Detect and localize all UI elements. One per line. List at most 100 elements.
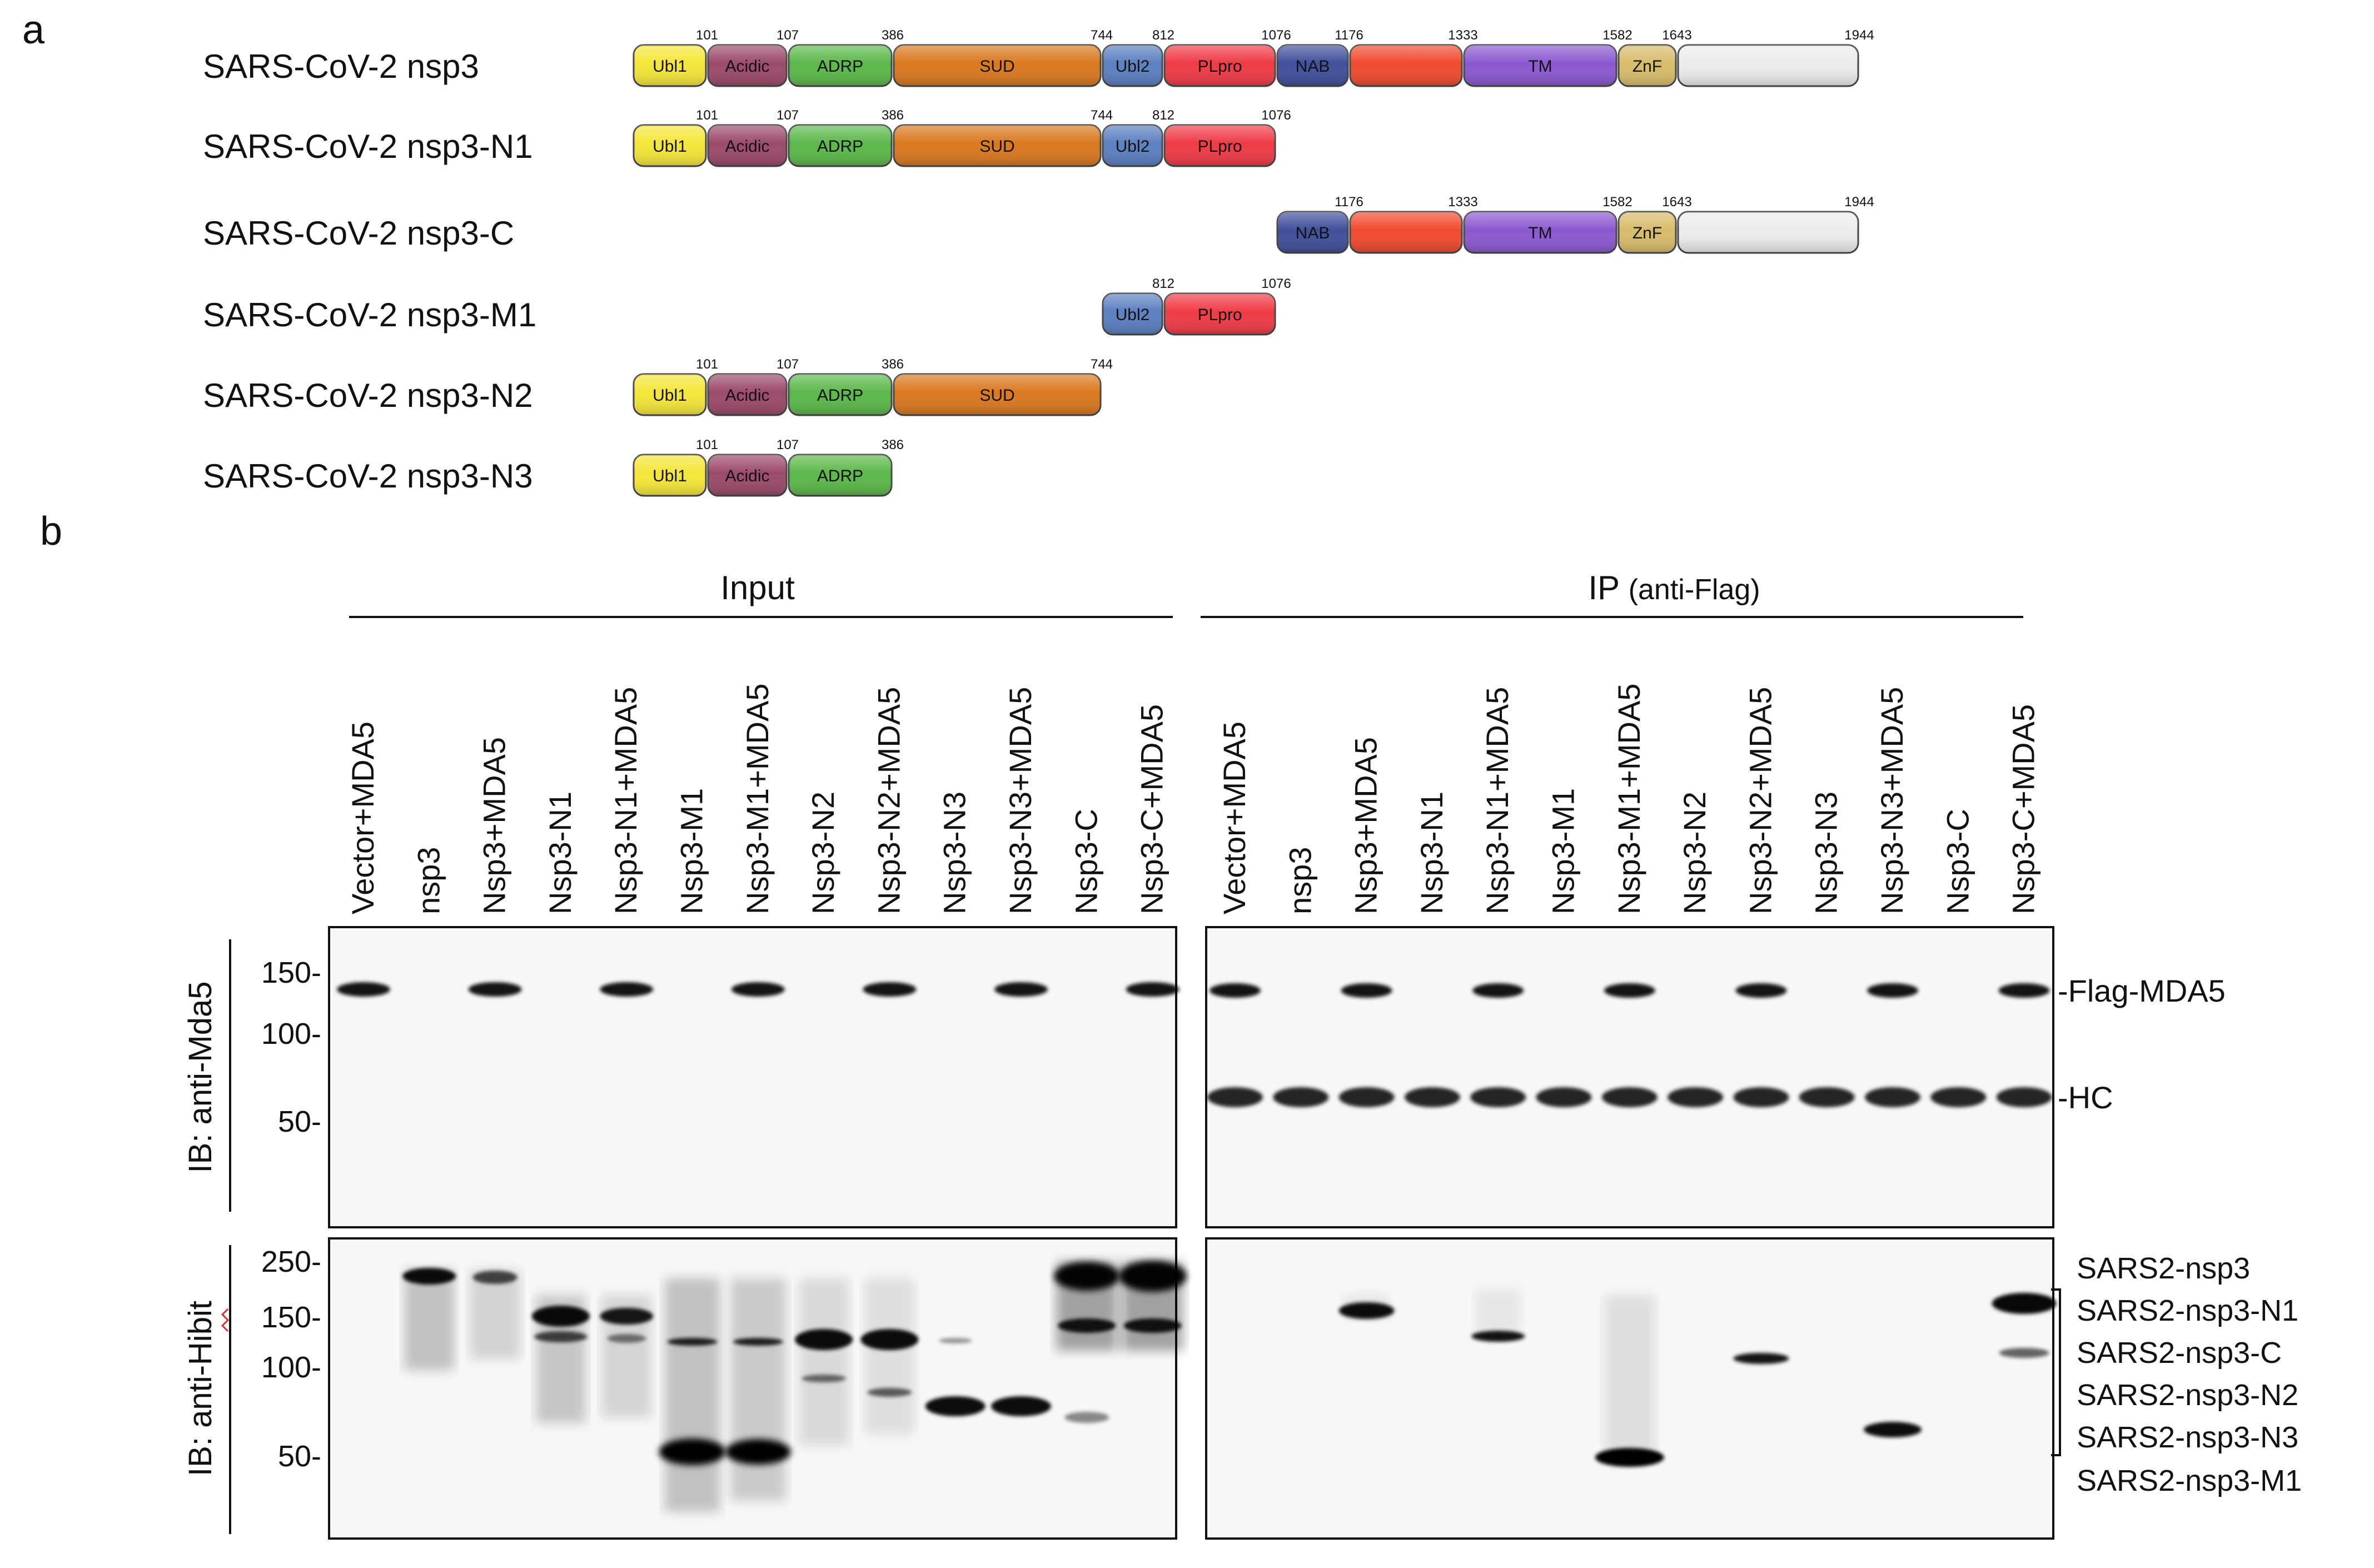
right-label-bottom: SARS2-nsp3 — [2077, 1252, 2250, 1285]
residue-tick-label: 1076 — [1261, 276, 1291, 291]
residue-tick-label: 107 — [777, 357, 799, 372]
domain-shade — [789, 374, 892, 415]
blot-band — [607, 1334, 646, 1343]
domain-label: ADRP — [817, 137, 863, 156]
blot-smear — [664, 1278, 720, 1512]
domain-shade — [1464, 45, 1616, 86]
residue-tick-label: 107 — [777, 437, 799, 452]
mw-markers: 150-100-50-250-150-100-50- — [261, 956, 321, 1473]
residue-tick-label: 1333 — [1448, 195, 1477, 210]
lane-label-ip: Nsp3-M1 — [1546, 788, 1581, 914]
domain-label: SUD — [979, 57, 1014, 76]
residue-tick-label: 1944 — [1844, 28, 1874, 43]
residue-tick-label: 812 — [1152, 28, 1174, 43]
domain-label: ADRP — [817, 57, 863, 76]
blot-band — [1126, 982, 1179, 997]
domain-label: Ubl2 — [1116, 57, 1150, 76]
right-bracket — [2051, 1288, 2061, 1456]
blot-band — [925, 1396, 986, 1416]
domain-shade — [1678, 212, 1858, 253]
blot-band — [531, 1306, 590, 1327]
lane-label-input: Nsp3-N1 — [543, 792, 578, 914]
blot-band — [1930, 1087, 1987, 1107]
blot-band — [863, 982, 917, 997]
construct-label: SARS-CoV-2 nsp3-C — [203, 215, 514, 252]
residue-tick-label: 1582 — [1602, 195, 1632, 210]
blot-band — [1054, 1262, 1120, 1291]
lane-label-input: Vector+MDA5 — [345, 721, 380, 914]
lane-label-ip: Nsp3+MDA5 — [1348, 737, 1383, 914]
domain-label: Ubl1 — [653, 57, 687, 76]
lane-label-input: Nsp3-C+MDA5 — [1134, 704, 1169, 914]
residue-tick-label: 386 — [882, 108, 904, 123]
lane-label-ip: Nsp3-N3+MDA5 — [1874, 687, 1909, 914]
domain-shade — [708, 125, 787, 166]
domain-shade — [1103, 293, 1162, 335]
domain-shade — [1164, 293, 1275, 335]
residue-tick-label: 744 — [1091, 108, 1113, 123]
construct-label: SARS-CoV-2 nsp3 — [203, 48, 479, 85]
blot-band — [468, 982, 522, 997]
blot-smear — [404, 1270, 455, 1370]
ib-top-label: IB: anti-Mda5 — [182, 982, 218, 1173]
domain-shade — [1350, 212, 1462, 253]
blot-band — [860, 1329, 919, 1350]
right-label-bottom: SARS2-nsp3-N3 — [2077, 1421, 2298, 1454]
lane-label-ip: nsp3 — [1282, 847, 1317, 914]
right-label-bottom: SARS2-nsp3-N2 — [2077, 1378, 2298, 1412]
lane-label-ip: Nsp3-M1+MDA5 — [1611, 684, 1646, 914]
blot-band — [795, 1329, 853, 1350]
lane-label-input: Nsp3-N3+MDA5 — [1003, 687, 1038, 914]
domain-shade — [634, 374, 706, 415]
blot-band — [1118, 1261, 1187, 1292]
domain-label: PLpro — [1197, 306, 1242, 324]
residue-tick-label: 1176 — [1335, 28, 1363, 43]
hibit-squiggle — [221, 1308, 230, 1332]
construct-label: SARS-CoV-2 nsp3-M1 — [203, 296, 536, 333]
construct-label: SARS-CoV-2 nsp3-N3 — [203, 457, 533, 495]
blot-band — [733, 1338, 783, 1346]
residue-tick-label: 101 — [696, 28, 718, 43]
domain-label: TM — [1528, 57, 1552, 76]
mw-marker-bottom: 100- — [261, 1351, 321, 1384]
mw-marker-bottom: 250- — [261, 1245, 321, 1278]
lane-label-ip: Nsp3-N1+MDA5 — [1480, 687, 1515, 914]
blot-band — [1273, 1087, 1329, 1107]
domain-shade — [1164, 45, 1275, 86]
lane-label-input: Nsp3-M1 — [674, 788, 709, 914]
domain-shade — [708, 455, 787, 496]
blot-band — [1338, 1087, 1395, 1107]
residue-tick-label: 1582 — [1602, 28, 1632, 43]
blot-band — [1601, 1087, 1658, 1107]
input-title: Input — [720, 569, 795, 606]
mw-marker-top: 100- — [261, 1017, 321, 1051]
ib-bottom-label: IB: anti-Hibit — [182, 1301, 218, 1476]
blot-band — [1733, 1353, 1789, 1364]
blot-band — [1996, 1087, 2052, 1107]
residue-tick-label: 744 — [1091, 28, 1113, 43]
blot-ip-mda5 — [1205, 926, 2054, 1228]
lane-label-ip: Nsp3-N2+MDA5 — [1743, 687, 1778, 914]
residue-tick-label: 101 — [696, 437, 718, 452]
domain-label: Ubl2 — [1116, 137, 1150, 156]
blot-band — [472, 1271, 517, 1284]
blot-band — [867, 1388, 912, 1397]
residue-tick-label: 386 — [882, 437, 904, 452]
residue-tick-label: 101 — [696, 357, 718, 372]
domain-shade — [1619, 212, 1676, 253]
residue-tick-label: 1944 — [1844, 195, 1874, 210]
blot-band — [600, 1308, 654, 1325]
lane-label-input: Nsp3+MDA5 — [477, 737, 512, 914]
blot-band — [1207, 1087, 1263, 1107]
domain-shade — [1350, 45, 1462, 86]
domain-label: NAB — [1296, 224, 1330, 242]
residue-tick-label: 812 — [1152, 108, 1174, 123]
domain-shade — [708, 45, 787, 86]
right-label-bottom: SARS2-nsp3-C — [2077, 1336, 2282, 1370]
blot-smear — [1476, 1290, 1521, 1334]
